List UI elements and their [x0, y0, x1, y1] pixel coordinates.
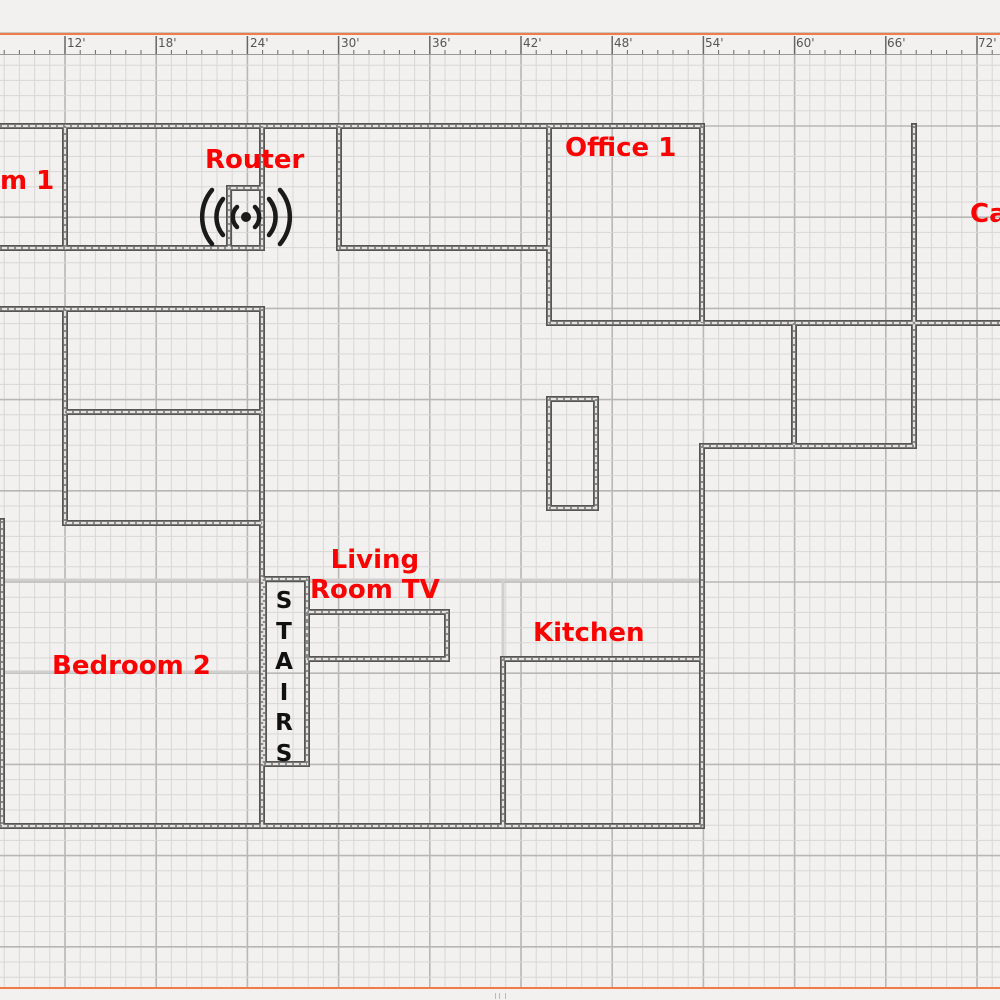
stairs-label: S T A I R S [275, 588, 293, 767]
walls[interactable] [0, 123, 1000, 829]
room-label-partial-right: Ca [970, 199, 1000, 229]
room-label-office-1: Office 1 [565, 133, 677, 163]
ruler-label: 48' [614, 36, 633, 50]
ruler-label: 30' [341, 36, 360, 50]
ruler-label: 72' [978, 36, 997, 50]
status-area [0, 990, 1000, 1000]
ruler-label: 42' [523, 36, 542, 50]
horizontal-ruler[interactable]: 12' 18' 24' 30' 36' 42' 48' 54' 60' 66' … [0, 36, 1000, 55]
grid [0, 55, 1000, 987]
room-label-room-1: m 1 [0, 166, 55, 196]
ruler-label: 12' [67, 36, 86, 50]
faint-guides [0, 578, 700, 674]
room-label-bedroom-2: Bedroom 2 [52, 651, 211, 681]
ruler-label: 18' [158, 36, 177, 50]
ruler-label: 24' [250, 36, 269, 50]
room-label-router: Router [205, 145, 305, 175]
ruler-label: 66' [887, 36, 906, 50]
ruler-top-border [0, 33, 1000, 35]
ruler-label: 36' [432, 36, 451, 50]
ruler-ticks [0, 36, 1000, 55]
toolbar-area [0, 0, 1000, 33]
room-label-kitchen: Kitchen [533, 618, 645, 648]
room-label-living-room-tv: Living Room TV [310, 545, 440, 605]
canvas-bottom-border [0, 987, 1000, 989]
resize-grip-icon[interactable] [495, 993, 506, 999]
ruler-label: 54' [705, 36, 724, 50]
ruler-label: 60' [796, 36, 815, 50]
wifi-router-icon[interactable] [200, 187, 292, 247]
